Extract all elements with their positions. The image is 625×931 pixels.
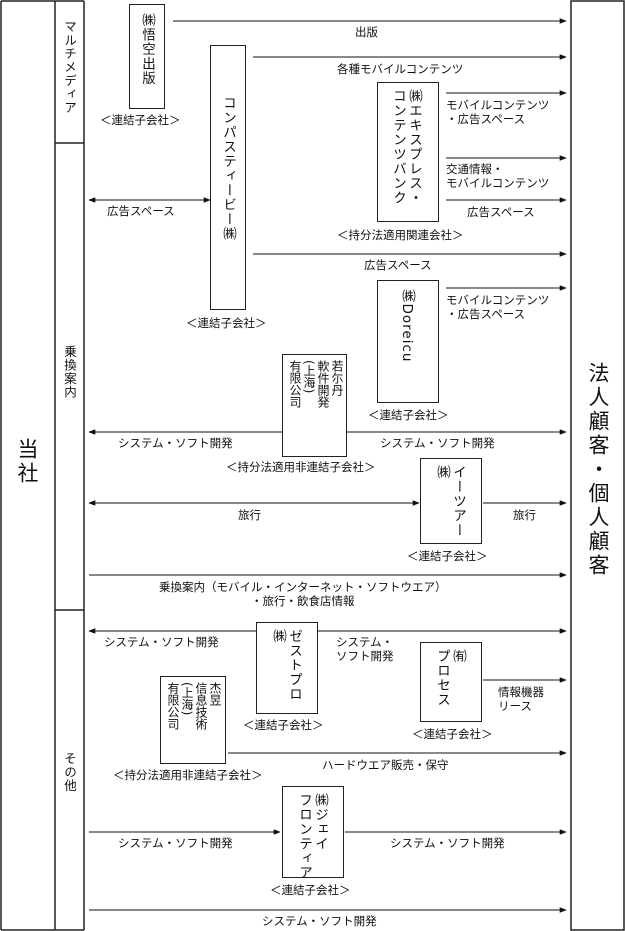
flow-express-mobile-ad-label: モバイルコンテンツ ・広告スペース [446,98,550,126]
company-process-name: ㈲ プロセス [434,649,466,707]
express-relation-label: ＜持分法適用関連会社＞ [337,228,464,242]
company-box-jieyu: 杰昱 信息技術 (上海) 有限公司 [160,676,226,764]
flow-arrows [88,18,567,913]
segment-other-label: その他 [62,752,77,793]
company-box-jfrontier: ㈱ジェイ フロンティア [282,786,344,880]
compass-relation-label: ＜連結子会社＞ [186,316,267,330]
flow-system-software-jf-right-label: システム・ソフト開発 [390,836,505,850]
flow-mobile-contents-label: 各種モバイルコンテンツ [337,62,464,76]
company-wakanifu-name: 若尓丹 軟件開発 (上海) 有限公司 [288,360,344,408]
company-express-name: ㈱エキスプレス・ コンテンツバンク [390,89,422,205]
flow-ad-space-left-label: 広告スペース [107,204,175,218]
iitour-relation-label: ＜連結子会社＞ [407,549,488,563]
customer-column-box [570,0,625,931]
company-box-compass: コンパスティービー㈱ [210,45,246,310]
goku-relation-label: ＜連結子会社＞ [100,113,181,127]
company-self-label: 当社 [15,438,39,486]
wakanifu-relation-label: ＜持分法適用非連結子会社＞ [226,460,376,474]
flow-info-lease-label: 情報機器 リース [498,685,544,713]
flow-system-software-zest-left-label: システム・ソフト開発 [104,635,219,649]
jfrontier-relation-label: ＜連結子会社＞ [270,883,351,897]
zest-relation-label: ＜連結子会社＞ [243,718,324,732]
company-box-express: ㈱エキスプレス・ コンテンツバンク [377,82,439,222]
flow-ad-space-compass-label: 広告スペース [364,258,432,272]
flow-system-software-bottom-label: システム・ソフト開発 [262,914,377,928]
process-relation-label: ＜連結子会社＞ [412,727,493,741]
flow-system-software-jf-left-label: システム・ソフト開発 [118,836,233,850]
flow-system-software-zest-right-label: システム・ ソフト開発 [336,635,394,663]
customers-label: 法人顧客・個人顧客 [586,362,610,578]
flow-express-ad-label: 広告スペース [467,205,535,219]
flow-hardware-sales-label: ハードウエア販売・保守 [322,758,449,772]
company-box-process: ㈲ プロセス [420,642,482,722]
segment-multimedia-label: マルチメディア [62,20,77,115]
company-zest-name: ゼストプロ ㈱ [270,629,302,702]
flow-travel-left-label: 旅行 [238,508,261,522]
jieyu-relation-label: ＜持分法適用非連結子会社＞ [113,768,263,782]
company-box-iitour: イーツアー ㈱ [420,458,482,544]
company-box-zest: ゼストプロ ㈱ [256,622,318,714]
company-box-wakanifu: 若尓丹 軟件開発 (上海) 有限公司 [282,354,347,457]
company-compass-name: コンパスティービー㈱ [220,96,236,241]
flow-express-traffic-label: 交通情報・ モバイルコンテンツ [446,162,550,190]
company-doreicu-name: ㈱Doreicu [399,289,415,363]
doreicu-relation-label: ＜連結子会社＞ [368,408,449,422]
flow-travel-right-label: 旅行 [513,508,536,522]
company-goku-name: ㈱悟空出版 [139,13,155,86]
company-box-doreicu: ㈱Doreicu [377,280,439,403]
flow-system-software-right-label: システム・ソフト開発 [380,436,495,450]
flow-transit-service-label: 乗換案内（モバイル・インターネット・ソフトウエア） ・旅行・飲食店情報 [159,580,447,608]
flow-publishing-label: 出版 [355,25,378,39]
company-iitour-name: イーツアー ㈱ [434,465,466,538]
flow-doreicu-mobile-ad-label: モバイルコンテンツ ・広告スペース [446,293,550,321]
company-jfrontier-name: ㈱ジェイ フロンティア [296,793,328,880]
company-jieyu-name: 杰昱 信息技術 (上海) 有限公司 [166,682,222,730]
flow-system-software-left-label: システム・ソフト開発 [118,436,233,450]
company-box-goku: ㈱悟空出版 [129,4,165,109]
segment-transit-label: 乗換案内 [62,345,77,399]
